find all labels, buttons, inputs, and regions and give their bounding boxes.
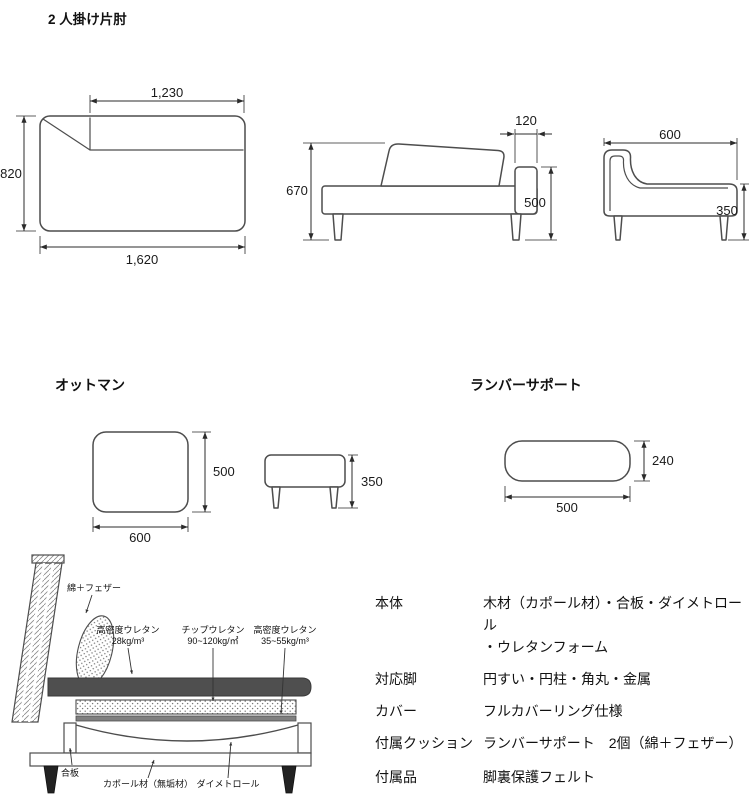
lumbar-dimensions: 240 500 [504,440,674,515]
dim-height-total: 670 [286,183,308,198]
dim-ottoman-depth: 500 [213,464,235,479]
dim-arm-width: 120 [515,113,537,128]
seat-urethane-layer [47,677,312,697]
backrest-cap [31,554,65,564]
ottoman-side-view-drawing [264,454,346,509]
spec-table: 本体 木材（カポール材）・合板・ダイメトロール ・ウレタンフォーム 対応脚 円す… [375,592,747,798]
dim-lumbar-width: 500 [556,500,578,515]
label-hd28-line1: 高密度ウレタン [96,624,159,635]
dim-depth: 820 [0,166,22,181]
label-chip-line2: 90~120kg/㎥ [187,636,238,646]
spec-value: フルカバーリング仕様 [483,703,623,719]
spec-row-body: 本体 木材（カポール材）・合板・ダイメトロール ・ウレタンフォーム [375,592,747,658]
spec-row-cover: カバー フルカバーリング仕様 [375,700,747,722]
backrest-frame [11,562,63,723]
sofa-end-view-drawing [603,149,738,241]
ottoman-side-view: 350 [248,440,393,525]
label-hd28-line2: 28kg/m³ [112,636,145,646]
sofa-end-view: 600 350 [570,112,750,252]
label-kapor: カポール材（無垢材） [103,778,193,789]
label-dymetrol: ダイメトロール [196,778,259,789]
bottom-rail [29,752,312,767]
sofa-top-view-dimensions: 1,230 820 1,620 [0,85,246,267]
spec-row-accessory: 付属品 脚裏保護フェルト [375,766,747,788]
label-plywood: 合板 [61,767,79,778]
cross-section-drawing [11,554,312,794]
spec-value: 木材（カポール材）・合板・ダイメトロール ・ウレタンフォーム [483,595,742,655]
label-chip-line1: チップウレタン [181,625,244,635]
dim-ottoman-height: 350 [361,474,383,489]
sofa-side-view-dimensions: 670 120 500 [286,113,557,241]
spec-label: 付属クッション [375,735,473,751]
ottoman-top-view: 500 600 [70,415,255,550]
dim-seat-height: 350 [716,203,738,218]
dim-ottoman-width: 600 [129,530,151,545]
sofa-side-view-drawing [321,143,538,241]
label-hd35-line2: 35~55kg/m³ [261,636,309,646]
dense-urethane-layer [75,715,297,722]
spec-row-legs: 対応脚 円すい・円柱・角丸・金属 [375,668,747,690]
spec-label: カバー [375,703,417,719]
spec-label: 本体 [375,595,403,611]
spec-label: 対応脚 [375,671,417,687]
label-hd35-line1: 高密度ウレタン [253,624,316,635]
lumbar-drawing [504,440,631,482]
dymetrol-web [75,724,299,742]
cross-section-labels: 綿＋フェザー 高密度ウレタン 28kg/m³ チップウレタン 90~120kg/… [61,582,317,789]
sofa-side-view: 670 120 500 [285,105,565,255]
cross-section: 綿＋フェザー 高密度ウレタン 28kg/m³ チップウレタン 90~120kg/… [4,545,370,800]
ottoman-side-view-dimensions: 350 [338,454,383,509]
sofa-top-view-drawing [39,115,246,232]
lumbar-title: ランバーサポート [470,377,582,393]
dim-arm-height: 500 [524,195,546,210]
frame-right [297,722,312,754]
spec-value: 円すい・円柱・角丸・金属 [483,671,651,687]
dim-top-width: 1,230 [151,85,184,100]
sofa-top-view: 1,230 820 1,620 [0,85,280,280]
leg-right [281,765,297,794]
spec-row-cushion: 付属クッション ランバーサポート 2個（綿＋フェザー） [375,732,747,754]
page-title: 2 人掛け片肘 [48,12,127,27]
leg-left [43,765,59,794]
dim-lumbar-height: 240 [652,453,674,468]
ottoman-title: オットマン [55,377,125,393]
spec-label: 付属品 [375,769,417,785]
sofa-end-view-dimensions: 600 350 [603,127,749,241]
lumbar-view: 240 500 [480,425,710,525]
ottoman-top-view-dimensions: 500 600 [92,431,235,545]
label-cotton-feather: 綿＋フェザー [67,582,121,593]
chip-urethane-layer [75,699,297,715]
dim-depth: 600 [659,127,681,142]
dim-bottom-width: 1,620 [126,252,159,267]
spec-value: ランバーサポート 2個（綿＋フェザー） [483,735,743,751]
spec-value: 脚裏保護フェルト [483,769,595,785]
ottoman-top-view-drawing [92,431,189,513]
